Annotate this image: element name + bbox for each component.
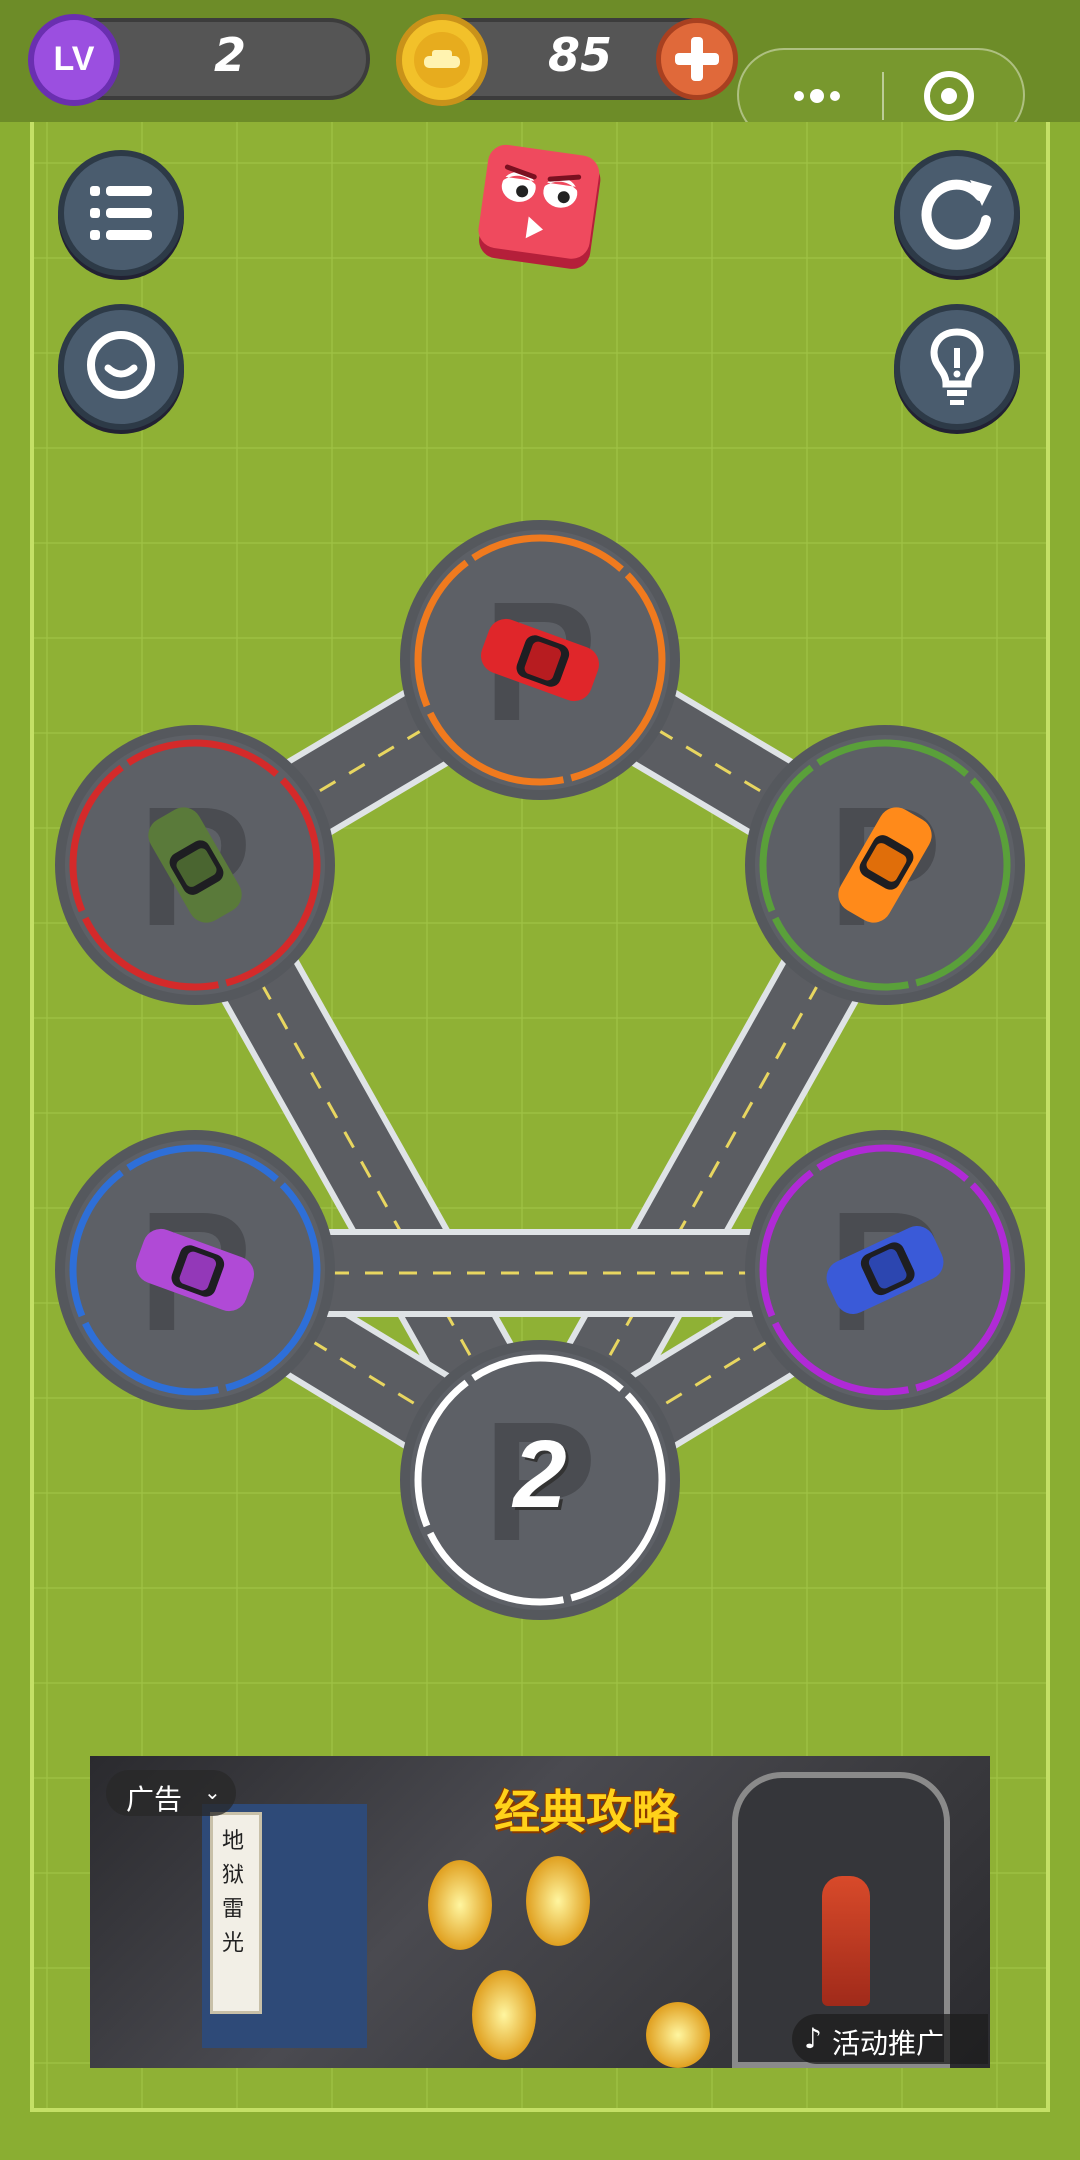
more-dots-icon[interactable] bbox=[759, 68, 869, 124]
chevron-down-icon: ⌄ bbox=[204, 1780, 221, 1804]
level-value: 2 bbox=[213, 28, 246, 82]
restart-icon[interactable] bbox=[894, 150, 1020, 276]
plus-icon[interactable] bbox=[656, 18, 738, 100]
ad-scroll-text: 地狱雷光 bbox=[222, 1829, 245, 1956]
coin-car-icon bbox=[396, 14, 488, 106]
ad-tag[interactable]: 广告 ⌄ bbox=[106, 1770, 236, 1816]
music-note-icon: ♪ bbox=[804, 2022, 822, 2055]
ad-hero-figure bbox=[822, 1876, 870, 2006]
ad-scroll-card: 地狱雷光 bbox=[210, 1812, 262, 2014]
ad-glow-2 bbox=[526, 1856, 590, 1946]
level-badge-label: LV bbox=[53, 40, 95, 78]
ad-glow-4 bbox=[646, 2002, 710, 2068]
target-moves-count: 2 bbox=[513, 1421, 567, 1528]
capsule-divider bbox=[882, 72, 884, 120]
ad-promo[interactable]: ♪ 活动推广 bbox=[792, 2014, 988, 2064]
lightbulb-icon[interactable] bbox=[894, 304, 1020, 430]
red-cube-mascot-icon[interactable] bbox=[474, 142, 606, 274]
ad-promo-label: 活动推广 bbox=[832, 2027, 945, 2060]
ad-tag-label: 广告 bbox=[126, 1783, 183, 1816]
ad-glow-1 bbox=[428, 1860, 492, 1950]
ad-banner[interactable]: 地狱雷光 经典攻略 广告 ⌄ ♪ 活动推广 bbox=[90, 1756, 990, 2068]
target-circle-icon[interactable] bbox=[889, 60, 1009, 132]
list-menu-icon[interactable] bbox=[58, 150, 184, 276]
chat-bubble-icon[interactable] bbox=[58, 304, 184, 430]
ad-glow-3 bbox=[472, 1970, 536, 2060]
coin-value: 85 bbox=[547, 28, 612, 82]
level-badge-icon: LV bbox=[28, 14, 120, 106]
ad-headline: 经典攻略 bbox=[494, 1785, 678, 1839]
